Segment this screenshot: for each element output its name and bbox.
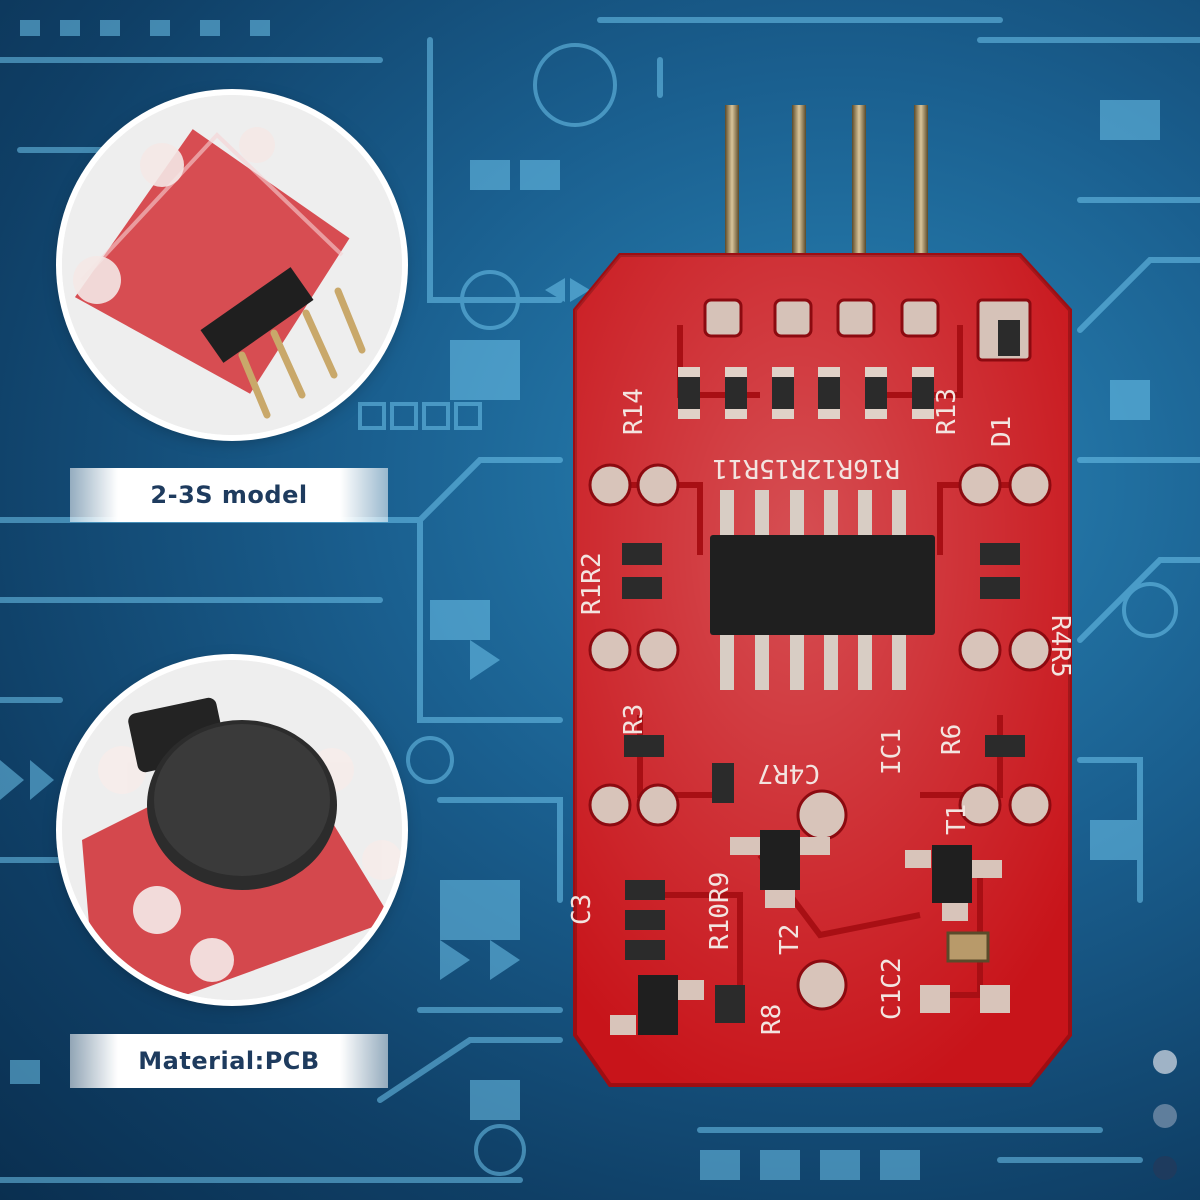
svg-text:R14: R14 xyxy=(619,388,649,435)
resistor-row xyxy=(678,320,1020,419)
header-pins xyxy=(725,105,928,265)
inset-photo-pins xyxy=(62,95,402,435)
ic-chip xyxy=(710,490,935,690)
svg-text:R16R12R15R11: R16R12R15R11 xyxy=(712,453,900,483)
svg-text:R6: R6 xyxy=(937,724,967,755)
svg-text:R8: R8 xyxy=(757,1004,787,1035)
svg-text:IC1: IC1 xyxy=(877,728,907,775)
svg-text:T1: T1 xyxy=(942,804,972,835)
svg-text:R13: R13 xyxy=(932,388,962,435)
decorative-dots xyxy=(1153,1050,1177,1180)
svg-text:R10R9: R10R9 xyxy=(705,872,735,950)
svg-text:C1C2: C1C2 xyxy=(877,957,907,1020)
callout-label-material: Material:PCB xyxy=(70,1034,388,1088)
callout-text: 2-3S model xyxy=(150,481,308,509)
svg-text:R3: R3 xyxy=(619,704,649,735)
callout-label-model: 2-3S model xyxy=(70,468,388,522)
svg-text:C3: C3 xyxy=(567,894,597,925)
svg-text:D1: D1 xyxy=(987,416,1017,447)
callout-text: Material:PCB xyxy=(138,1047,320,1075)
svg-text:R1R2: R1R2 xyxy=(577,552,607,615)
pcb-board: R14 R13 D1 R16R12R15R11 R1R2 R4R5 R3 C4R… xyxy=(567,105,1075,1087)
inset-photo-buzzer xyxy=(62,660,402,1000)
svg-text:T2: T2 xyxy=(775,924,805,955)
svg-text:R4R5: R4R5 xyxy=(1045,615,1075,678)
svg-text:C4R7: C4R7 xyxy=(757,758,820,788)
